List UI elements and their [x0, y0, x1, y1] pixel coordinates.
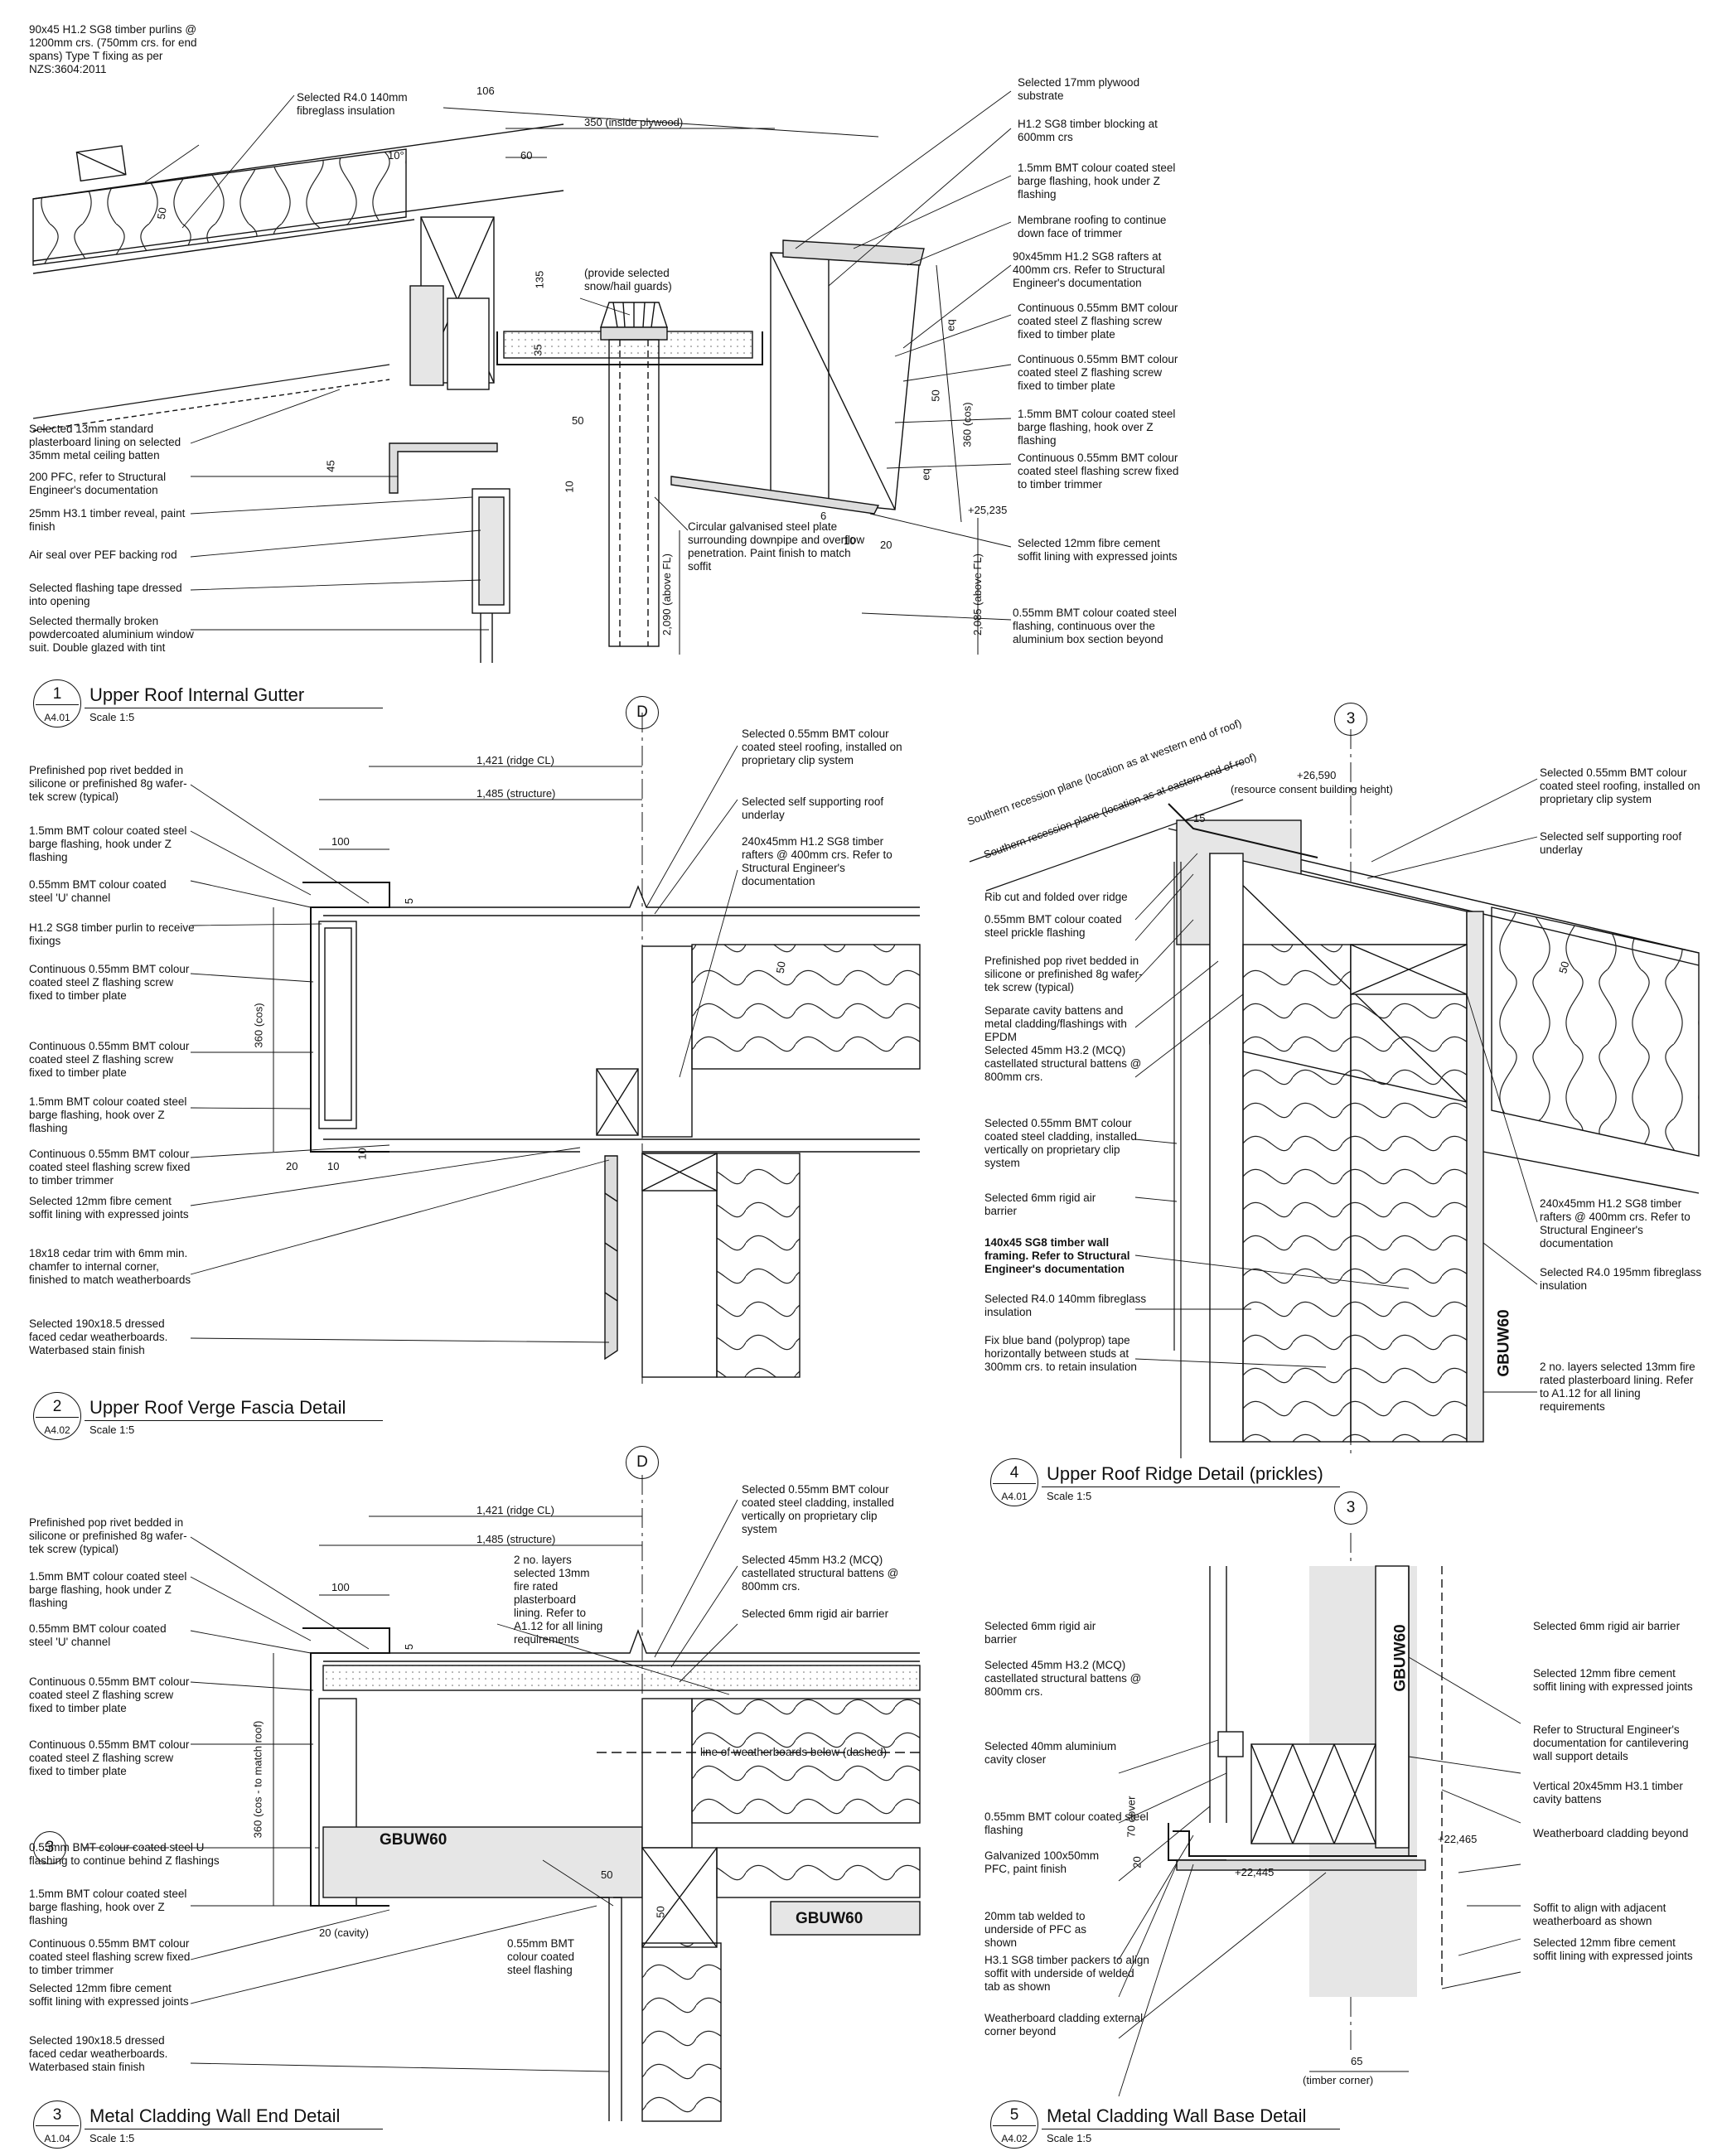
- note: Galvanized 100x50mm PFC, paint finish: [984, 1849, 1100, 1875]
- note: Membrane roofing to continue down face o…: [1018, 214, 1167, 239]
- note: Continuous 0.55mm BMT colour coated stee…: [29, 1937, 191, 1976]
- note: Continuous 0.55mm BMT colour coated stee…: [1018, 452, 1179, 491]
- note: 0.55mm BMT colour coated steel flashing,…: [1013, 607, 1177, 645]
- note: 90x45mm H1.2 SG8 rafters at 400mm crs. R…: [1013, 250, 1165, 289]
- note: Selected 13mm standard plasterboard lini…: [29, 423, 181, 462]
- note: 140x45 SG8 timber wall framing. Refer to…: [984, 1236, 1130, 1275]
- note: Selected 12mm fibre cement soffit lining…: [1018, 537, 1178, 563]
- level-marker: +26,590: [1297, 769, 1337, 781]
- note: 2 no. layers selected 13mm fire rated pl…: [514, 1554, 603, 1646]
- note: Vertical 20x45mm H3.1 timber cavity batt…: [1533, 1780, 1683, 1806]
- note: 1.5mm BMT colour coated steel barge flas…: [1018, 162, 1176, 201]
- note: 0.55mm BMT colour coated steel prickle f…: [984, 913, 1122, 939]
- note: 0.55mm BMT colour coated steel 'U' chann…: [29, 878, 167, 904]
- note: Selected 45mm H3.2 (MCQ) castellated str…: [742, 1554, 899, 1593]
- gbuw60-label: GBUW60: [380, 1831, 447, 1849]
- note: Selected 45mm H3.2 (MCQ) castellated str…: [984, 1659, 1142, 1698]
- note: Air seal over PEF backing rod: [29, 549, 177, 561]
- note: 25mm H3.1 timber reveal, paint finish: [29, 507, 186, 533]
- note: Selected 12mm fibre cement soffit lining…: [29, 1982, 189, 2008]
- note: Selected 190x18.5 dressed faced cedar we…: [29, 1317, 168, 1356]
- note: Prefinished pop rivet bedded in silicone…: [29, 764, 187, 803]
- gbuw60-label: GBUW60: [1495, 1309, 1513, 1377]
- note: Separate cavity battens and metal claddi…: [984, 1004, 1127, 1043]
- note: 1.5mm BMT colour coated steel barge flas…: [1018, 408, 1176, 447]
- note: Selected 12mm fibre cement soffit lining…: [1533, 1667, 1693, 1693]
- note: Selected 12mm fibre cement soffit lining…: [29, 1195, 189, 1221]
- note: Selected 6mm rigid air barrier: [1533, 1620, 1681, 1632]
- grid-bubble-d: D: [626, 1446, 659, 1479]
- note: Selected flashing tape dressed into open…: [29, 582, 182, 607]
- note: 1.5mm BMT colour coated steel barge flas…: [29, 824, 187, 863]
- angle-label: 15: [1193, 812, 1206, 824]
- note: Selected 45mm H3.2 (MCQ) castellated str…: [984, 1044, 1142, 1083]
- note: 90x45 H1.2 SG8 timber purlins @ 1200mm c…: [29, 23, 197, 75]
- note: Selected 0.55mm BMT colour coated steel …: [984, 1117, 1137, 1169]
- note: Selected self supporting roof underlay: [742, 795, 884, 821]
- note: 20mm tab welded to underside of PFC as s…: [984, 1910, 1087, 1949]
- note: Selected thermally broken powdercoated a…: [29, 615, 194, 654]
- note: Selected 0.55mm BMT colour coated steel …: [742, 1483, 894, 1535]
- note: Continuous 0.55mm BMT colour coated stee…: [1018, 302, 1178, 341]
- note: Selected 12mm fibre cement soffit lining…: [1533, 1936, 1693, 1962]
- note: Selected R4.0 195mm fibreglass insulatio…: [1540, 1266, 1702, 1292]
- note: Soffit to align with adjacent weatherboa…: [1533, 1902, 1666, 1927]
- grid-bubble-d: D: [626, 696, 659, 729]
- note: Selected 6mm rigid air barrier: [742, 1607, 889, 1620]
- note: Continuous 0.55mm BMT colour coated stee…: [29, 1738, 190, 1777]
- note: Selected 6mm rigid air barrier: [984, 1192, 1096, 1217]
- note: Refer to Structural Engineer's documenta…: [1533, 1723, 1689, 1762]
- note: Weatherboard cladding beyond: [1533, 1827, 1689, 1839]
- detail-5-drawing: [1118, 1533, 1521, 2097]
- note: Continuous 0.55mm BMT colour coated stee…: [29, 1148, 191, 1187]
- note: 2 no. layers selected 13mm fire rated pl…: [1540, 1361, 1695, 1413]
- note: Continuous 0.55mm BMT colour coated stee…: [29, 963, 190, 1002]
- note: Continuous 0.55mm BMT colour coated stee…: [29, 1675, 190, 1714]
- gbuw60-label: GBUW60: [796, 1910, 863, 1927]
- detail-3-drawing: [83, 1475, 921, 2122]
- note: Selected 0.55mm BMT colour coated steel …: [742, 728, 902, 766]
- note: 0.55mm BMT colour coated steel flashing: [984, 1810, 1149, 1836]
- note: 1.5mm BMT colour coated steel barge flas…: [29, 1095, 187, 1134]
- note: Rib cut and folded over ridge: [984, 891, 1128, 903]
- note: Selected 6mm rigid air barrier: [984, 1620, 1096, 1646]
- note: 1.5mm BMT colour coated steel barge flas…: [29, 1888, 187, 1926]
- note: Selected R4.0 140mm fibreglass insulatio…: [984, 1293, 1147, 1318]
- note: 0.55mm BMT colour coated steel U flashin…: [29, 1841, 220, 1867]
- note: line of weatherboards below (dashed): [700, 1746, 888, 1758]
- note: Selected 40mm aluminium cavity closer: [984, 1740, 1117, 1766]
- note: 18x18 cedar trim with 6mm min. chamfer t…: [29, 1247, 191, 1286]
- note: Selected self supporting roof underlay: [1540, 830, 1682, 856]
- grid-bubble-3: 3: [33, 1831, 66, 1864]
- detail-1-drawing: [32, 90, 1012, 663]
- note: 200 PFC, refer to Structural Engineer's …: [29, 471, 167, 496]
- note: 240x45mm H1.2 SG8 timber rafters @ 400mm…: [1540, 1197, 1691, 1250]
- level-note: (resource consent building height): [1231, 783, 1393, 795]
- note: 240x45mm H1.2 SG8 timber rafters @ 400mm…: [742, 835, 892, 887]
- note: H3.1 SG8 timber packers to align soffit …: [984, 1954, 1149, 1993]
- note: Prefinished pop rivet bedded in silicone…: [984, 955, 1143, 993]
- detail-4-drawing: [969, 729, 1700, 1458]
- note: Selected R4.0 140mm fibreglass insulatio…: [297, 91, 408, 117]
- note: Selected 0.55mm BMT colour coated steel …: [1540, 766, 1700, 805]
- note: Continuous 0.55mm BMT colour coated stee…: [29, 1040, 190, 1079]
- gbuw60-label: GBUW60: [1391, 1624, 1410, 1692]
- note: 1.5mm BMT colour coated steel barge flas…: [29, 1570, 187, 1609]
- note: H1.2 SG8 timber blocking at 600mm crs: [1018, 118, 1158, 143]
- note: 0.55mm BMT colour coated steel 'U' chann…: [29, 1622, 167, 1648]
- detail-2-drawing: [190, 713, 921, 1384]
- note: Fix blue band (polyprop) tape horizontal…: [984, 1334, 1137, 1373]
- grid-bubble-3: 3: [1334, 703, 1367, 736]
- snow-guard-note: (provide selected snow/hail guards): [584, 267, 672, 292]
- note: Prefinished pop rivet bedded in silicone…: [29, 1516, 187, 1555]
- note: Selected 190x18.5 dressed faced cedar we…: [29, 2034, 168, 2073]
- note: Selected 17mm plywood substrate: [1018, 76, 1140, 102]
- grid-bubble-3: 3: [1334, 1491, 1367, 1525]
- downpipe-note: Circular galvanised steel plate surround…: [688, 520, 865, 573]
- note: H1.2 SG8 timber purlin to receive fixing…: [29, 921, 195, 947]
- note: Weatherboard cladding external corner be…: [984, 2012, 1144, 2038]
- note: 0.55mm BMT colour coated steel flashing: [507, 1937, 575, 1976]
- note: Continuous 0.55mm BMT colour coated stee…: [1018, 353, 1178, 392]
